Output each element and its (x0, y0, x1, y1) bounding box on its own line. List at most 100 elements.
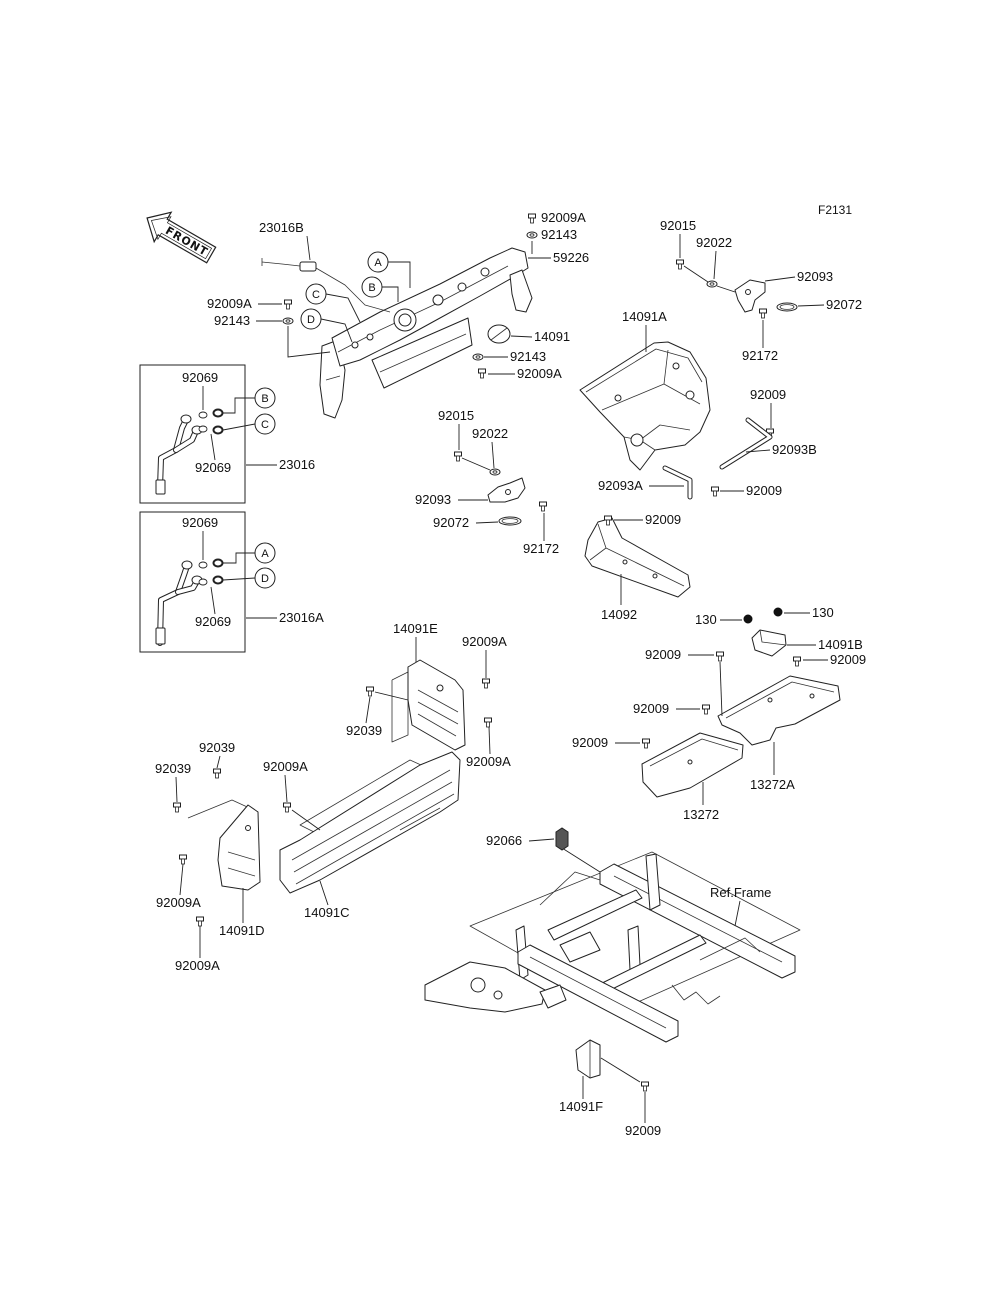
callout-23016b: 23016B (259, 220, 304, 235)
callout-92015-center: 92015 (438, 408, 474, 423)
ref-marker-d-detail: D (254, 567, 276, 589)
screw-92009-frame (641, 1081, 649, 1092)
ref-marker-b-dash: B (361, 276, 383, 298)
callout-92009-guard-a: 92009 (645, 647, 681, 662)
callout-92009a-lower: 92009A (517, 366, 562, 381)
screw-92009-guard-a (716, 651, 724, 662)
callout-92093a: 92093A (598, 478, 643, 493)
callout-92093-center: 92093 (415, 492, 451, 507)
callout-92069-box1-bottom: 92069 (195, 460, 231, 475)
callout-92143-lower: 92143 (510, 349, 546, 364)
rear-tray-leader-lines (645, 234, 825, 492)
callout-92069-box1-top: 92069 (182, 370, 218, 385)
ref-marker-a-detail: A (254, 542, 276, 564)
callout-14091b: 14091B (818, 637, 863, 652)
callout-92009-guard-b: 92009 (830, 652, 866, 667)
figure-code: F2131 (818, 203, 852, 217)
frame-leader-lines (528, 838, 741, 1123)
screw-92009a-lower (478, 368, 486, 379)
guard-14092 (584, 517, 691, 598)
callout-14091c: 14091C (304, 905, 350, 920)
frame-assembly (424, 847, 801, 1043)
callout-92072-center: 92072 (433, 515, 469, 530)
callout-92009-guard-d: 92009 (572, 735, 608, 750)
callout-92009a-top: 92009A (541, 210, 586, 225)
strap-92093b (719, 417, 773, 470)
clip-92072-upper (776, 302, 798, 312)
instrument-panel-59226 (319, 247, 533, 419)
screw-92015-upper (676, 259, 684, 270)
gauge-cap-14091 (487, 324, 511, 344)
screw-92009-guard-d (642, 738, 650, 749)
guard-14091b (751, 629, 787, 657)
bracket-92093-center (487, 477, 526, 503)
screw-92009a-side-d (179, 854, 187, 865)
guard-14091d (187, 799, 261, 891)
svg-text:A: A (374, 257, 382, 269)
callout-92009-tray-lower: 92009 (746, 483, 782, 498)
svg-text:D: D (261, 573, 269, 585)
callout-14092: 14092 (601, 607, 637, 622)
callout-92022-upper: 92022 (696, 235, 732, 250)
ref-marker-c-detail: C (254, 413, 276, 435)
frame-ref-label: Ref.Frame (710, 885, 771, 900)
front-arrow-icon: FRONT (146, 211, 217, 264)
callout-23016a: 23016A (279, 610, 324, 625)
ref-marker-d-dash: D (300, 308, 322, 330)
callout-92009-guard-c: 92009 (633, 701, 669, 716)
nut-130-left (743, 614, 753, 624)
harness-detail-box-23016 (139, 364, 277, 504)
callout-92009a-side-b: 92009A (466, 754, 511, 769)
callout-59226: 59226 (553, 250, 589, 265)
callout-92009a-side-a: 92009A (462, 634, 507, 649)
screw-92015-center (454, 451, 462, 462)
harness-detail-box-23016a (139, 511, 277, 653)
callout-92009-tray-right: 92009 (750, 387, 786, 402)
washer-92143-left (282, 317, 294, 325)
screw-92009a-top (528, 213, 536, 224)
screw-92009a-side-b (484, 717, 492, 728)
strap-92093a (662, 465, 693, 500)
callout-92172-upper: 92172 (742, 348, 778, 363)
callout-92143-left: 92143 (214, 313, 250, 328)
screw-92172-center (539, 501, 547, 512)
callout-92009a-side-e: 92009A (175, 958, 220, 973)
svg-text:C: C (312, 289, 320, 301)
screw-92039-side-a (366, 686, 374, 697)
callout-13272a: 13272A (750, 777, 795, 792)
screw-92009a-side-a (482, 678, 490, 689)
callout-92039-side-b: 92039 (199, 740, 235, 755)
block-92066 (555, 827, 569, 851)
rear-tray-14091a (579, 341, 711, 471)
screw-92172-upper (759, 308, 767, 319)
callout-23016: 23016 (279, 457, 315, 472)
guard-14091e (391, 659, 466, 751)
callout-14091: 14091 (534, 329, 570, 344)
callout-14091f: 14091F (559, 1099, 603, 1114)
nut-130-right (773, 607, 783, 617)
dash-leader-lines (256, 235, 551, 375)
plate-13272 (641, 732, 744, 798)
screw-92009-tray-lower (711, 486, 719, 497)
callout-92093b: 92093B (772, 442, 817, 457)
callout-92172-center: 92172 (523, 541, 559, 556)
callout-130-right: 130 (812, 605, 834, 620)
washer-92143-top (526, 231, 538, 239)
clip-92072-center (498, 516, 522, 526)
screw-92009-guard-c (702, 704, 710, 715)
callout-92039-side-a: 92039 (346, 723, 382, 738)
ref-marker-c-dash: C (305, 283, 327, 305)
svg-text:D: D (307, 314, 315, 326)
callout-92093-upper: 92093 (797, 269, 833, 284)
svg-text:B: B (261, 393, 268, 405)
callout-92039-side-c: 92039 (155, 761, 191, 776)
callout-92009-guard-top: 92009 (645, 512, 681, 527)
svg-text:B: B (368, 282, 375, 294)
callout-92143-top: 92143 (541, 227, 577, 242)
screw-92009a-side-c (283, 802, 291, 813)
guard-14091c (279, 751, 461, 894)
screw-92009a-left (284, 299, 292, 310)
callout-92009a-side-c: 92009A (263, 759, 308, 774)
washer-92022-upper (706, 280, 718, 288)
screw-92039-side-c (173, 802, 181, 813)
